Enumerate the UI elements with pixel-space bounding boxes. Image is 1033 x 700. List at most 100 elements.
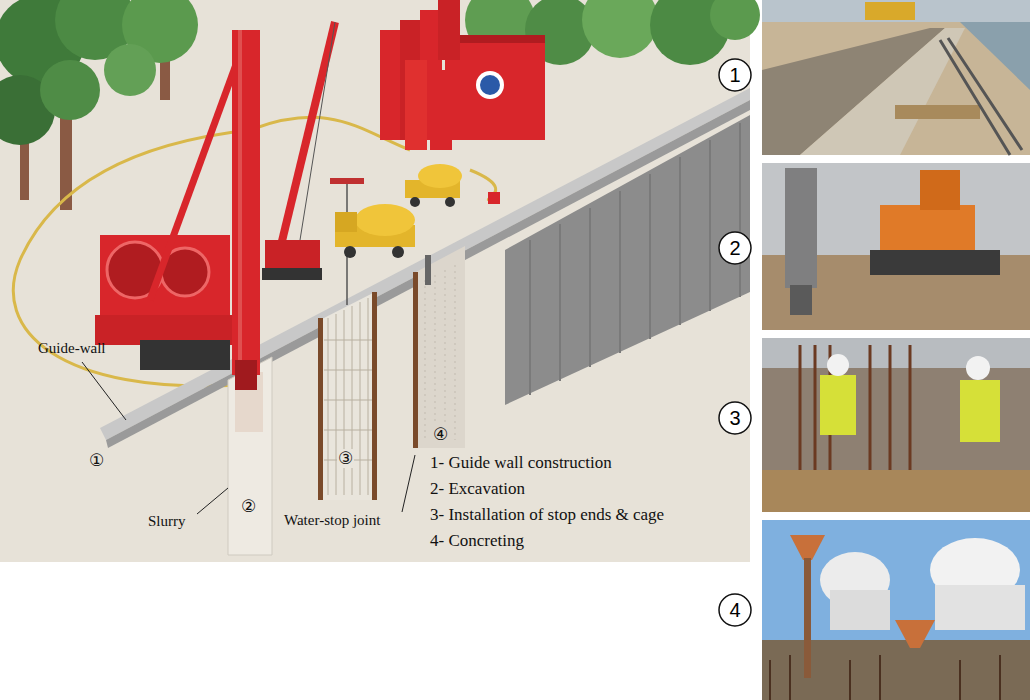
photo-excavation (790, 285, 812, 315)
hydrofraise-rig (235, 360, 257, 390)
silo-plant (480, 75, 500, 95)
callout-number: 3 (729, 408, 740, 428)
ground (0, 0, 750, 562)
concrete-panel (413, 246, 465, 448)
mixer-truck (355, 204, 415, 236)
crane (300, 22, 335, 240)
hydrofraise-rig (140, 340, 230, 370)
mixer-truck (344, 246, 356, 258)
photo-cage (762, 338, 1030, 512)
hydrofraise-rig (232, 30, 260, 375)
mixer-truck (335, 164, 500, 258)
concrete-panel (416, 246, 465, 448)
hydrofraise-rig (150, 40, 245, 300)
concrete-panel (413, 272, 418, 448)
part-label: Guide-wall (38, 340, 105, 357)
mixer-truck (418, 164, 462, 188)
photo-guide-wall (960, 22, 1030, 90)
callout-circle: 3 (718, 401, 752, 435)
crane (262, 268, 322, 280)
callout-number: ② (240, 497, 257, 516)
leader-line (82, 362, 126, 420)
callout-number: 1 (729, 65, 740, 85)
photo-guide-wall (762, 0, 1030, 155)
mixer-truck (392, 246, 404, 258)
crane (262, 22, 335, 280)
photo-concreting (762, 520, 1030, 700)
cage-panel (320, 292, 375, 500)
photo-concreting (790, 535, 825, 560)
callout-number: 2 (729, 238, 740, 258)
photo-guide-wall (800, 28, 965, 155)
photo-guide-wall (865, 2, 915, 20)
photo-excavation (870, 250, 1000, 275)
photo-concreting (770, 655, 1000, 700)
mixer-truck (335, 212, 357, 232)
photo-excavation (880, 205, 975, 255)
circle-outline (719, 232, 751, 264)
tree (40, 60, 100, 120)
mixer-truck (445, 197, 455, 207)
photo-cage (762, 470, 1030, 512)
hydrofraise-rig (238, 30, 242, 375)
photo-concreting (830, 590, 890, 630)
photo-concreting (804, 558, 811, 678)
callout-circle: 1 (718, 58, 752, 92)
photo-cage (762, 338, 1030, 368)
crane (265, 240, 320, 270)
photo-excavation (762, 163, 1030, 330)
hose (13, 130, 250, 386)
callout-number: 4 (729, 600, 740, 620)
photo-cage (966, 356, 990, 380)
mixer-truck (488, 192, 500, 204)
photo-excavation (920, 170, 960, 210)
step-text: 4- Concreting (430, 532, 524, 551)
concrete-panel (425, 255, 431, 285)
tree (104, 44, 156, 96)
guide-wall (100, 88, 750, 448)
photo-excavation (762, 163, 1030, 330)
hydrofraise-rig (95, 30, 260, 390)
photo-guide-wall (895, 105, 980, 119)
part-label: Water-stop joint (284, 512, 380, 529)
step-text: 1- Guide wall construction (430, 454, 612, 473)
leader-line (82, 362, 415, 514)
concrete-panel (425, 265, 455, 440)
callout-circle: 4 (718, 593, 752, 627)
silo-plant (380, 30, 402, 140)
part-label: Slurry (148, 513, 186, 530)
circle-outline (719, 402, 751, 434)
mixer-truck (410, 197, 420, 207)
photo-cage (762, 338, 1030, 512)
cage-panel (330, 178, 364, 184)
cage-panel (372, 292, 377, 500)
circle-outline (719, 59, 751, 91)
step-text: 3- Installation of stop ends & cage (430, 506, 664, 525)
silo-plant (405, 60, 427, 150)
step-text: 2- Excavation (430, 480, 525, 499)
photo-cage (960, 380, 1000, 442)
photo-concreting (762, 640, 1030, 700)
tree (710, 0, 760, 40)
silo-plant (438, 0, 460, 60)
callout-number: ④ (432, 425, 449, 444)
cage-panel (324, 340, 372, 460)
leader-line (402, 455, 415, 512)
photo-concreting (895, 620, 935, 648)
photo-cage (827, 354, 849, 376)
circle-outline (719, 594, 751, 626)
silo-plant (476, 71, 504, 99)
photo-guide-wall (762, 0, 1030, 22)
slurry-panel (228, 357, 272, 555)
leader-line (197, 488, 228, 514)
silo-plant (380, 0, 545, 150)
silo-plant (430, 70, 452, 150)
hydrofraise-rig (100, 235, 230, 320)
callout-number: ③ (337, 449, 354, 468)
slurry-panel (228, 357, 272, 555)
photo-concreting (935, 585, 1025, 630)
photo-concreting (762, 520, 1030, 700)
